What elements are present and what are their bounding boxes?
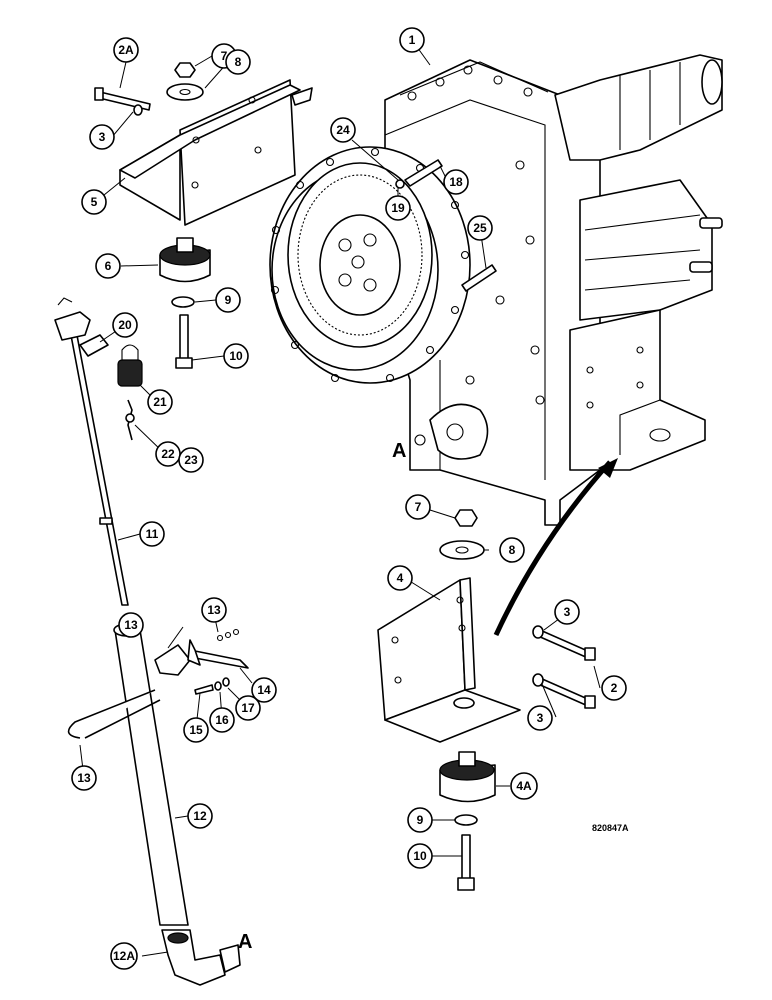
- ref-letter-a-elbow: A: [238, 931, 252, 953]
- callout-23: 23: [178, 447, 204, 473]
- callout-13-top-right: 13: [201, 597, 227, 623]
- svg-text:12A: 12A: [113, 949, 135, 963]
- callout-24: 24: [330, 117, 356, 143]
- svg-text:2: 2: [611, 681, 618, 695]
- svg-text:21: 21: [153, 395, 167, 409]
- callout-6: 6: [95, 253, 121, 279]
- callout-13-clamp: 13: [118, 612, 144, 638]
- svg-text:12: 12: [193, 809, 207, 823]
- dipstick-tube-group: [54, 297, 249, 986]
- svg-text:10: 10: [229, 349, 243, 363]
- svg-text:15: 15: [189, 723, 203, 737]
- svg-text:8: 8: [235, 55, 242, 69]
- callout-10-bottom: 10: [407, 843, 433, 869]
- callout-12a: 12A: [110, 942, 138, 970]
- callout-15: 15: [183, 717, 209, 743]
- left-mount-group: [94, 62, 313, 369]
- svg-text:16: 16: [215, 713, 229, 727]
- svg-text:7: 7: [415, 500, 422, 514]
- callout-3-bottom-upper: 3: [554, 599, 580, 625]
- callout-10-top: 10: [223, 343, 249, 369]
- svg-text:4A: 4A: [516, 779, 532, 793]
- callout-25: 25: [467, 215, 493, 241]
- callout-5: 5: [81, 189, 107, 215]
- svg-text:3: 3: [99, 130, 106, 144]
- svg-text:25: 25: [473, 221, 487, 235]
- svg-text:23: 23: [184, 453, 198, 467]
- svg-text:11: 11: [146, 527, 159, 541]
- callout-20: 20: [112, 312, 138, 338]
- callout-22: 22: [155, 441, 181, 467]
- svg-text:7: 7: [221, 49, 228, 63]
- callout-12: 12: [187, 803, 213, 829]
- callout-1: 1: [399, 27, 425, 53]
- svg-text:18: 18: [449, 175, 463, 189]
- svg-text:1: 1: [409, 33, 416, 47]
- right-mount-group: [377, 458, 618, 891]
- svg-text:24: 24: [336, 123, 350, 137]
- callout-4: 4: [387, 565, 413, 591]
- callout-16: 16: [209, 707, 235, 733]
- svg-text:10: 10: [413, 849, 427, 863]
- svg-text:20: 20: [118, 318, 132, 332]
- callout-3-top: 3: [89, 124, 115, 150]
- svg-text:3: 3: [564, 605, 571, 619]
- transmission-assembly: [269, 54, 723, 526]
- callout-8-bottom: 8: [499, 537, 525, 563]
- svg-text:3: 3: [537, 711, 544, 725]
- svg-text:14: 14: [257, 683, 271, 697]
- callout-9-bottom: 9: [407, 807, 433, 833]
- svg-text:13: 13: [124, 618, 138, 632]
- callout-4a: 4A: [510, 772, 538, 800]
- callout-9-top: 9: [215, 287, 241, 313]
- callout-19: 19: [385, 195, 411, 221]
- svg-text:13: 13: [207, 603, 221, 617]
- callout-14: 14: [251, 677, 277, 703]
- svg-text:6: 6: [105, 259, 112, 273]
- callout-2: 2: [601, 675, 627, 701]
- svg-text:9: 9: [417, 813, 424, 827]
- svg-text:8: 8: [509, 543, 516, 557]
- svg-text:2A: 2A: [118, 43, 134, 57]
- svg-text:13: 13: [77, 771, 91, 785]
- ref-letter-a-transmission: A: [392, 440, 406, 462]
- figure-code: 820847A: [592, 823, 629, 833]
- callout-7-bottom: 7: [405, 494, 431, 520]
- callout-8-top: 8: [225, 49, 251, 75]
- callout-18: 18: [443, 169, 469, 195]
- svg-text:19: 19: [391, 201, 405, 215]
- svg-text:9: 9: [225, 293, 232, 307]
- callout-3-bottom-lower: 3: [527, 705, 553, 731]
- svg-text:22: 22: [161, 447, 175, 461]
- callout-17: 17: [235, 695, 261, 721]
- svg-text:4: 4: [397, 571, 404, 585]
- callout-2a: 2A: [113, 37, 139, 63]
- svg-text:17: 17: [241, 701, 255, 715]
- callout-11: 11: [139, 521, 165, 547]
- callout-21: 21: [147, 389, 173, 415]
- svg-text:5: 5: [91, 195, 98, 209]
- callout-13-ubolt: 13: [71, 765, 97, 791]
